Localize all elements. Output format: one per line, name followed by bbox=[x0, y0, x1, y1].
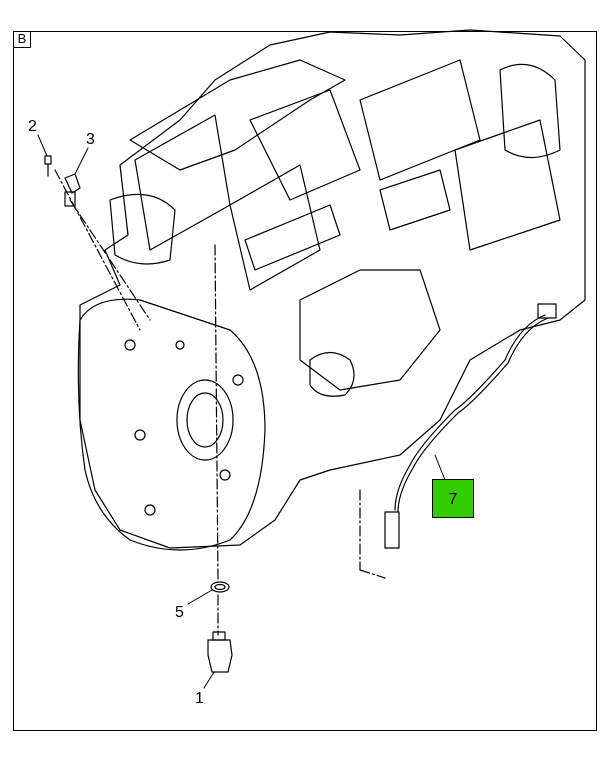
plug-part bbox=[207, 631, 233, 673]
o-ring-part bbox=[210, 581, 230, 593]
flywheel-housing bbox=[77, 298, 266, 551]
callout-2: 2 bbox=[28, 118, 37, 135]
bolt-part bbox=[44, 155, 52, 177]
callout-3: 3 bbox=[86, 131, 95, 148]
assembly-lines bbox=[54, 169, 386, 636]
diagram-frame bbox=[13, 31, 597, 731]
speed-sensor-part bbox=[64, 173, 81, 207]
callout-1: 1 bbox=[195, 690, 204, 707]
callout-7: 7 bbox=[432, 479, 474, 518]
sensor-harness bbox=[384, 303, 557, 549]
leader-lines bbox=[37, 134, 446, 689]
callout-5: 5 bbox=[175, 604, 184, 621]
view-label: B bbox=[13, 31, 31, 48]
engine-block bbox=[79, 29, 586, 549]
